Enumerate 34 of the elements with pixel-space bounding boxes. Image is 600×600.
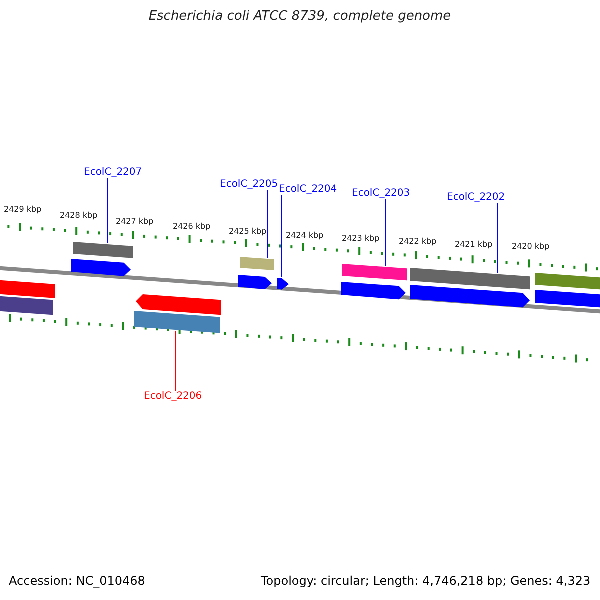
scale-label: 2427 kbp bbox=[116, 217, 154, 226]
gene-label: EcolC_2205 bbox=[220, 179, 278, 190]
gene-feature bbox=[277, 278, 289, 290]
scale-label: 2425 kbp bbox=[229, 227, 267, 236]
gene-label: EcolC_2204 bbox=[279, 184, 338, 195]
gene-bar bbox=[0, 280, 55, 298]
gene-feature bbox=[136, 294, 221, 316]
gene-feature bbox=[238, 275, 272, 290]
gene-label: EcolC_2207 bbox=[84, 167, 142, 178]
scale-label: 2429 kbp bbox=[4, 205, 42, 214]
gene-label: EcolC_2206 bbox=[144, 391, 202, 402]
gene-bar bbox=[0, 296, 53, 316]
gene-feature bbox=[410, 285, 530, 308]
scale-label: 2422 kbp bbox=[399, 237, 437, 246]
gene-feature bbox=[341, 282, 406, 300]
gene-bar bbox=[134, 311, 220, 334]
gene-bar bbox=[535, 290, 600, 308]
scale-label: 2424 kbp bbox=[286, 231, 324, 240]
scale-label: 2428 kbp bbox=[60, 211, 98, 220]
gene-bar bbox=[73, 242, 133, 258]
scale-label: 2426 kbp bbox=[173, 222, 211, 231]
gene-bar bbox=[342, 264, 407, 281]
scale-label: 2423 kbp bbox=[342, 234, 380, 243]
title: Escherichia coli ATCC 8739, complete genome bbox=[148, 9, 452, 24]
footer-text: Topology: circular; Length: 4,746,218 bp; Genes: 4,323 bbox=[261, 574, 591, 588]
gene-bar bbox=[410, 268, 530, 290]
scale-label: 2421 kbp bbox=[455, 240, 493, 249]
gene-bar bbox=[240, 257, 274, 270]
gene-bar bbox=[535, 273, 600, 290]
gene-feature bbox=[71, 259, 131, 276]
footer-text: Accession: NC_010468 bbox=[9, 574, 146, 588]
gene-label: EcolC_2203 bbox=[352, 188, 410, 199]
scale-label: 2420 kbp bbox=[512, 242, 550, 251]
gene-label: EcolC_2202 bbox=[447, 192, 506, 203]
